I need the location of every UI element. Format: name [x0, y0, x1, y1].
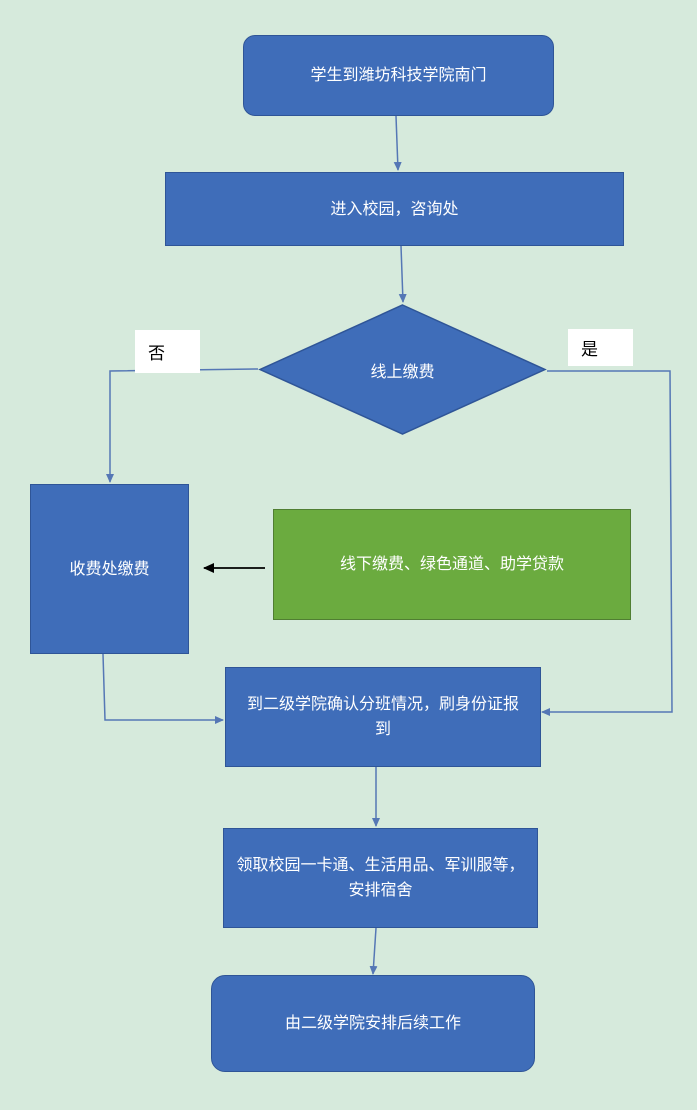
branch-yes-text: 是: [581, 340, 598, 360]
collect-items-label: 领取校园一卡通、生活用品、军训服等，安排宿舍: [236, 855, 525, 899]
start-node-label: 学生到潍坊科技学院南门: [310, 65, 487, 85]
decision-node: 线上缴费: [258, 304, 547, 435]
college-checkin-node: 到二级学院确认分班情况，刷身份证报到: [225, 667, 541, 767]
connector-campus-to-decision: [398, 245, 407, 303]
follow-up-label: 由二级学院安排后续工作: [284, 1013, 461, 1033]
pay-office-label: 收费处缴费: [69, 558, 150, 578]
branch-no-label: 否: [135, 330, 200, 373]
connector-start-to-campus: [393, 115, 402, 171]
enter-campus-label: 进入校园，咨询处: [330, 198, 459, 218]
offline-options-node: 线下缴费、绿色通道、助学贷款: [273, 509, 631, 620]
branch-yes-label: 是: [568, 329, 633, 366]
collect-items-node: 领取校园一卡通、生活用品、军训服等，安排宿舍: [223, 828, 538, 928]
offline-options-label: 线下缴费、绿色通道、助学贷款: [339, 554, 564, 574]
follow-up-node: 由二级学院安排后续工作: [211, 975, 535, 1072]
connector-no-branch: [106, 368, 259, 483]
connector-collect-to-followup: [369, 927, 378, 975]
connector-pay-office-to-checkin: [102, 653, 224, 724]
decision-label: 线上缴费: [370, 361, 435, 381]
college-checkin-label: 到二级学院确认分班情况，刷身份证报到: [246, 694, 519, 738]
branch-no-text: 否: [148, 344, 165, 364]
enter-campus-node: 进入校园，咨询处: [165, 172, 624, 246]
start-node: 学生到潍坊科技学院南门: [243, 35, 554, 116]
pay-office-node: 收费处缴费: [30, 484, 189, 654]
